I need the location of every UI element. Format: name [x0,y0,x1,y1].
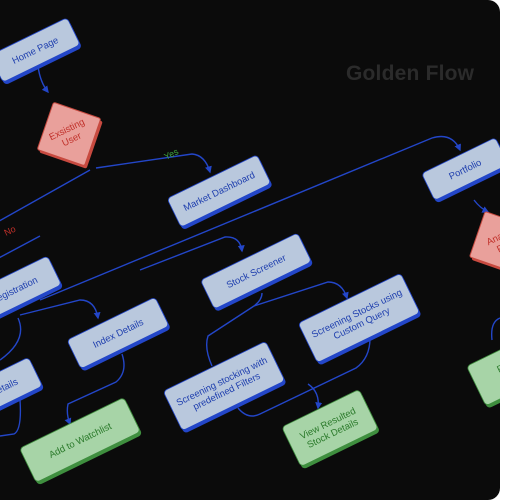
node-view-results: View ResultedStock Details [282,390,379,469]
connector-screener-right [253,281,349,307]
connector-left-loop [0,317,22,361]
connector-to-view-results [307,383,323,410]
node-screening-query: Screening Stocks usingCustom Query [299,274,421,365]
node-screening-filters: Screening stocking withpredefined Filter… [164,342,286,433]
node-home-page: Home Page [0,18,81,84]
edge-label-yes: Yes [162,146,180,162]
node-stock-screener: Stock Screener [201,233,313,311]
connector-details-loop [0,399,22,437]
node-market-dashboard: Market Dashboard [167,155,272,229]
connector-home-to-existing [37,65,49,94]
diagram-title: Golden Flow [346,62,475,85]
connector-long-to-portfolio [39,135,461,301]
connectors [0,65,500,437]
connector-to-index [19,299,101,320]
connector-screener-split [205,292,263,367]
node-details-partial: Details [0,358,44,419]
connector-filters-to-results [237,337,371,417]
connector-trunk [0,169,91,222]
node-add-to-watchlist: Add to Watchlist [20,398,142,485]
connector-right-edge [490,317,500,341]
node-portfolio: Portfolio [422,138,500,203]
connector-portfolio-down [473,199,490,213]
node-portfolio-partial: PoA [467,339,500,408]
node-label: PoA [495,360,500,385]
node-index-details: Index Details [67,298,170,371]
connector-no-branch [0,235,41,259]
connector-to-screener [139,236,245,271]
connector-yes-to-dashboard [95,153,212,174]
node-analyze-partial: AnalyPo [469,211,500,275]
connector-index-to-watchlist [64,353,125,426]
node-existing-user: ExsistingUser [37,102,103,169]
node-registration: Registration [0,256,63,326]
edge-label-no: No [2,224,17,238]
